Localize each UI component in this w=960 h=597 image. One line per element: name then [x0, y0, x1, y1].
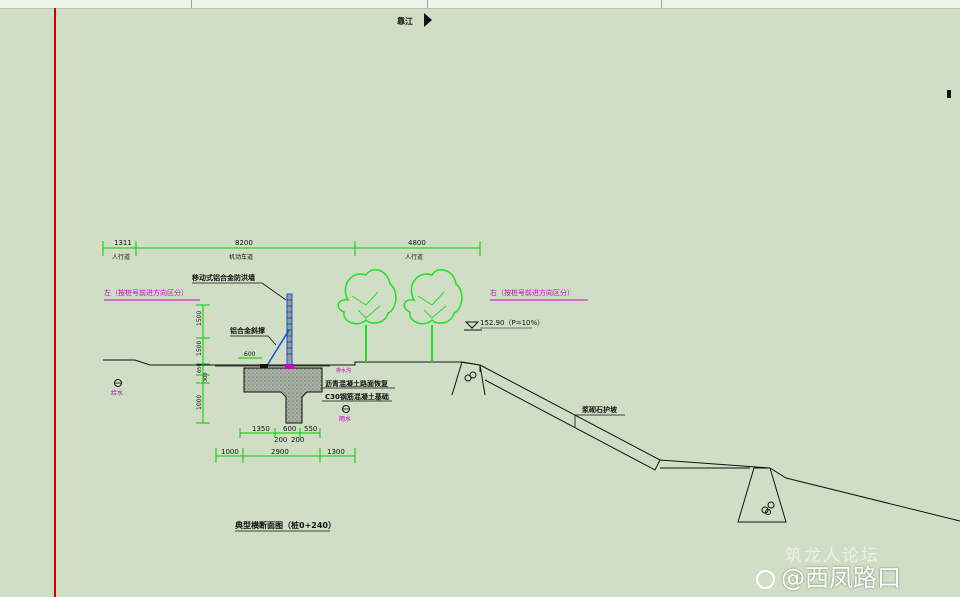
- top-ruler: [0, 0, 960, 9]
- sidewalk-left-label: 人行道: [112, 253, 130, 261]
- grade-label: 152.90（P=10%）: [480, 319, 544, 327]
- slope-protection-label: 浆砌石护坡: [582, 405, 618, 414]
- dim-8200: 8200: [235, 239, 253, 247]
- dim-v-650: 650: [197, 363, 203, 373]
- direction-arrow-icon: [424, 13, 432, 27]
- dim-1311: 1311: [114, 239, 132, 247]
- dim-1000: 1000: [221, 448, 239, 456]
- dim-600-slab: 600: [244, 351, 256, 358]
- dim-1300: 1300: [327, 448, 345, 456]
- brace-label: 铝合金斜撑: [230, 326, 265, 335]
- slope-protection: [484, 379, 661, 471]
- river-label: 靠江: [397, 16, 413, 26]
- dim-2900: 2900: [271, 448, 289, 456]
- rain-water-label: 雨水: [339, 415, 351, 423]
- pavement-restore-label: 沥青混凝土路面恢复: [325, 379, 389, 388]
- ruler-tick: [661, 0, 662, 8]
- forum-watermark: 筑龙人论坛: [785, 546, 880, 566]
- dim-600: 600: [283, 425, 296, 433]
- vertical-dimension-line: [196, 304, 210, 424]
- concrete-foundation: [243, 367, 323, 424]
- rain-pipe-icon: [342, 405, 350, 413]
- tree-right: [403, 269, 463, 362]
- water-pipe-icon: [114, 379, 122, 387]
- left-side-label: 左（按桩号前进方向区分）: [104, 288, 188, 297]
- flood-wall-label: 移动式铝合金防洪墙: [192, 273, 255, 282]
- dim-4800: 4800: [408, 239, 426, 247]
- top-dimension-line: [102, 241, 481, 256]
- brace-strut: [267, 329, 290, 365]
- dim-v-1500b: 1500: [196, 341, 203, 356]
- anchor-plate: [285, 364, 294, 369]
- elevation-mark-icon: [464, 321, 480, 329]
- drain-small-label: 排水沟: [336, 367, 351, 374]
- right-side-label: 右（按桩号前进方向区分）: [490, 288, 574, 297]
- bottom-dimension-line: [215, 448, 356, 463]
- dim-200b: 200: [291, 436, 304, 444]
- ground-line-left: [103, 359, 245, 366]
- dim-v-300: 300: [203, 372, 209, 382]
- dim-550: 550: [304, 425, 317, 433]
- dim-200a: 200: [274, 436, 287, 444]
- ruler-tick: [191, 0, 192, 8]
- slope-toe-wall: [451, 361, 486, 396]
- brand-text: @西凤路口: [781, 564, 901, 592]
- camera-icon: [756, 569, 775, 589]
- foundation-label: C30钢筋混凝土基础: [325, 392, 389, 401]
- ruler-tick: [427, 0, 428, 8]
- drawing-caption: 典型横断面图（桩0+240）: [235, 520, 336, 530]
- lower-ground-line: [769, 467, 960, 522]
- sidewalk-right-label: 人行道: [405, 253, 423, 261]
- dim-v-1000: 1000: [196, 395, 203, 410]
- slope-top-line: [479, 364, 771, 469]
- dim-v-1500a: 1500: [196, 311, 203, 326]
- roadway-label: 机动车道: [229, 253, 253, 261]
- toe-wall-lower: [737, 467, 787, 523]
- base-dimension-line: [239, 428, 321, 438]
- brand-watermark: @西凤路口: [756, 558, 901, 593]
- tree-left: [337, 269, 397, 362]
- brace-anchor: [260, 364, 268, 368]
- dim-1350: 1350: [252, 425, 270, 433]
- water-supply-label: 给水: [111, 389, 123, 397]
- edge-mark: [947, 90, 951, 98]
